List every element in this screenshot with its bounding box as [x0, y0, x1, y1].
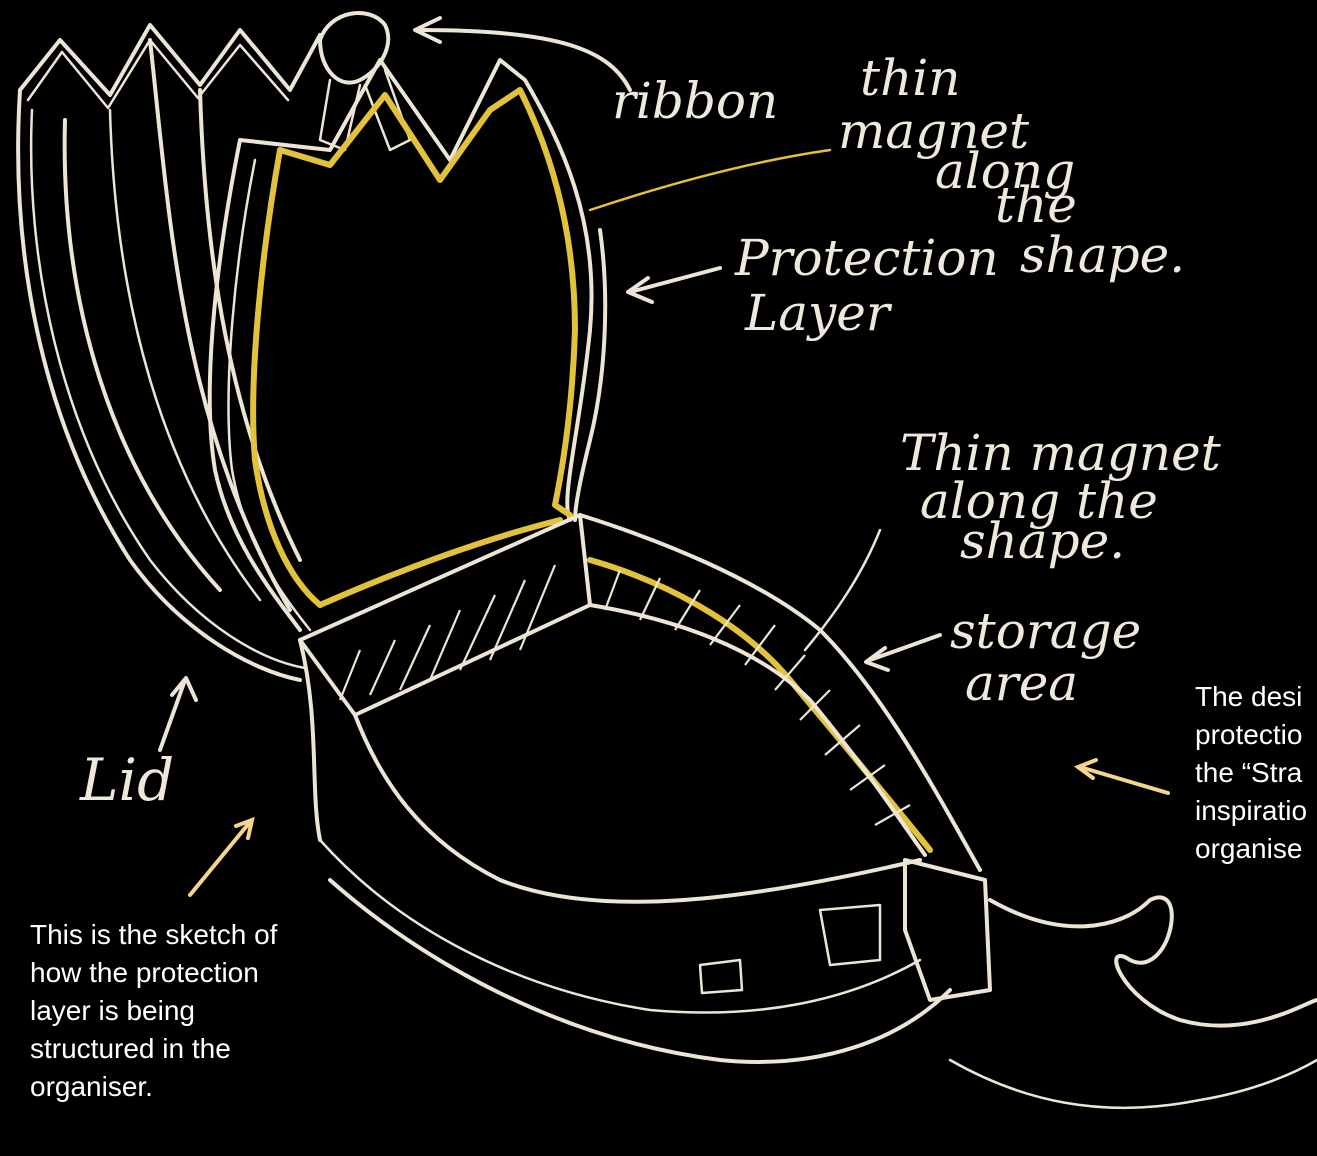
label-magnet-top-5: shape. [1020, 226, 1185, 284]
caption-right-line-2: protectio [1195, 716, 1317, 754]
label-protection-1: Protection [734, 229, 999, 287]
label-magnet-bottom-3: shape. [960, 512, 1125, 570]
caption-sketch-explanation: This is the sketch of how the protection… [30, 916, 280, 1106]
clasp [905, 860, 990, 1000]
storage-hatching [340, 565, 910, 825]
caption-right-line-5: organise [1195, 830, 1317, 868]
storage-area-drawing [300, 515, 990, 1062]
caption-right-line-3: the “Stra [1195, 754, 1317, 792]
magnet-inner-base [320, 520, 560, 605]
caption-right-line-1: The desi [1195, 678, 1317, 716]
label-protection-2: Layer [744, 284, 893, 342]
string [990, 897, 1317, 1025]
label-ribbon: ribbon [612, 72, 778, 130]
caption-design-inspiration: The desi protectio the “Stra inspiratio … [1195, 678, 1317, 868]
label-lid: Lid [79, 746, 174, 814]
label-storage-2: area [965, 654, 1078, 712]
label-storage-1: storage [950, 602, 1141, 660]
magnet-inner-outline [280, 90, 575, 515]
magnet-inner-left [253, 150, 320, 605]
label-magnet-top-1: thin [860, 49, 961, 107]
caption-right-line-4: inspiratio [1195, 792, 1317, 830]
